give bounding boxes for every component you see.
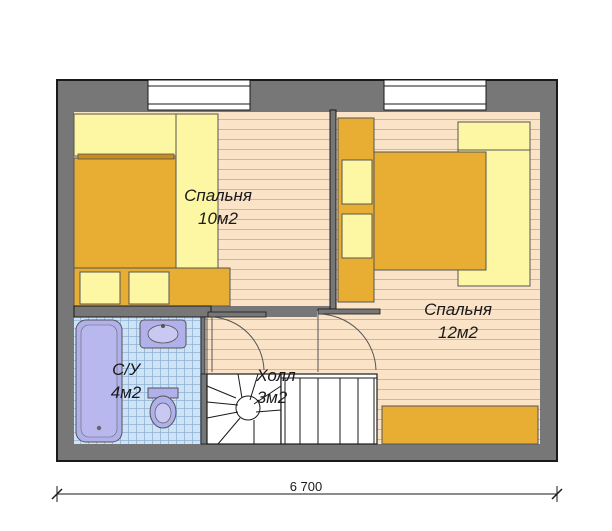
closet-column	[337, 117, 375, 303]
bedroom-right-name: Спальня	[424, 300, 492, 319]
nightstand-2	[341, 213, 373, 259]
bedroom-left-furniture	[73, 113, 231, 307]
drawer-2	[128, 271, 170, 305]
bedroom-left-area: 10м2	[198, 209, 239, 228]
drawer-1	[79, 271, 121, 305]
hall-area: 3м2	[257, 388, 288, 407]
faucet-icon	[161, 324, 165, 328]
bathtub-inner	[80, 324, 118, 438]
bathroom-name: С/У	[112, 360, 142, 379]
bathroom-fixtures	[75, 319, 187, 443]
wardrobe-side	[175, 113, 219, 269]
bedroom-left-name: Спальня	[184, 186, 252, 205]
doors	[206, 313, 377, 374]
overall-width-label: 6 700	[290, 479, 323, 494]
bedroom-right-furniture	[337, 117, 539, 445]
bedroom-right-area: 12м2	[438, 323, 479, 342]
window-right	[383, 79, 487, 111]
bed-left	[73, 157, 177, 269]
nightstand-1	[341, 159, 373, 205]
staircase	[206, 373, 378, 445]
interior-walls	[73, 109, 381, 445]
door-right-bedroom	[317, 313, 377, 372]
bed-left-headboard	[77, 153, 175, 160]
toilet-seat	[154, 402, 172, 424]
bathroom-area: 4м2	[111, 383, 142, 402]
door-left-bedroom	[211, 316, 265, 372]
drain-icon	[96, 425, 102, 431]
bench	[381, 405, 539, 445]
wardrobe-right-top	[457, 121, 531, 151]
dimension-line	[51, 486, 563, 502]
window-left	[147, 79, 251, 111]
hall-name: Холл	[255, 366, 296, 385]
bed-right-cover	[373, 151, 487, 271]
